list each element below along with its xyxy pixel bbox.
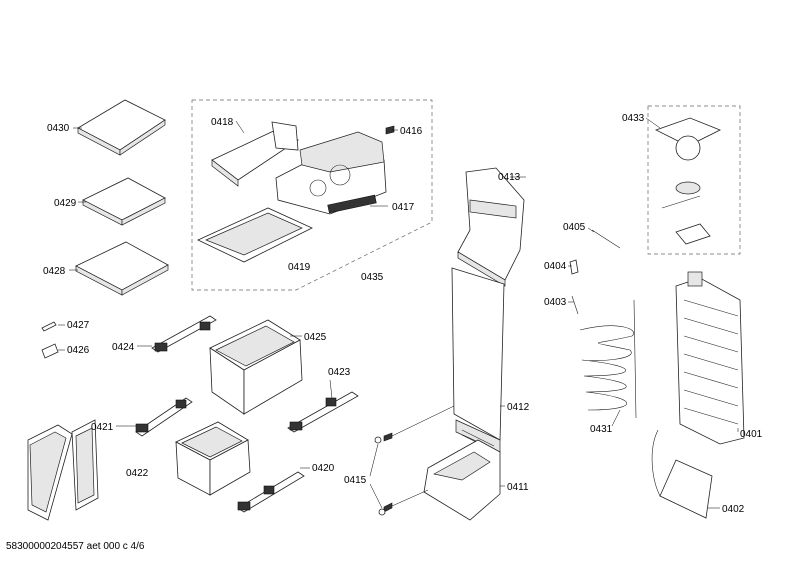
- label-0403: 0403: [544, 297, 567, 308]
- label-0416: 0416: [400, 126, 423, 137]
- rail-0421: [135, 397, 193, 437]
- label-0413: 0413: [498, 172, 521, 183]
- label-0433: 0433: [622, 113, 645, 124]
- cover-0413: [457, 167, 525, 287]
- drawer-0422: [175, 421, 251, 496]
- door-panel: [27, 419, 99, 521]
- cover-0426: [41, 343, 59, 359]
- screw-0416: [385, 125, 395, 135]
- panel-0412: [451, 267, 505, 453]
- heater-0431: [579, 299, 637, 419]
- fan-0433: [654, 117, 721, 245]
- label-0402: 0402: [722, 504, 745, 515]
- rail-0424: [151, 315, 217, 353]
- label-0422: 0422: [126, 468, 149, 479]
- label-0419: 0419: [288, 262, 311, 273]
- label-0401: 0401: [740, 429, 763, 440]
- label-0425: 0425: [304, 332, 327, 343]
- label-0429: 0429: [54, 198, 77, 209]
- label-0418: 0418: [211, 117, 234, 128]
- clip-0404: [569, 259, 579, 275]
- group-0435-outline: [191, 99, 433, 291]
- evaporator-0401: [675, 271, 745, 445]
- plate-0419: [197, 207, 313, 263]
- label-0428: 0428: [43, 266, 66, 277]
- shelf-0428: [75, 241, 169, 296]
- label-0415: 0415: [344, 475, 367, 486]
- tray-0418: [211, 121, 299, 187]
- label-0423: 0423: [328, 367, 351, 378]
- label-0404: 0404: [544, 261, 567, 272]
- label-0430: 0430: [47, 123, 70, 134]
- label-0421: 0421: [91, 422, 114, 433]
- duct-0411: [423, 439, 501, 521]
- rail-0420: [237, 471, 305, 513]
- label-0427: 0427: [67, 320, 90, 331]
- shelf-0430: [77, 99, 166, 156]
- screws-0415: [374, 432, 393, 516]
- label-0424: 0424: [112, 342, 135, 353]
- group-0433-outline: [647, 105, 741, 255]
- label-0431: 0431: [590, 424, 613, 435]
- sensor-0405: [591, 229, 621, 249]
- clip-0427: [41, 321, 57, 332]
- drip-tray-0402: [651, 429, 713, 519]
- label-0412: 0412: [507, 402, 530, 413]
- label-0426: 0426: [67, 345, 90, 356]
- icemaker-0417: [275, 131, 387, 215]
- document-id: 58300000204557 aet 000 c 4/6: [6, 541, 145, 552]
- label-0420: 0420: [312, 463, 335, 474]
- leader-lines: [58, 117, 739, 509]
- rail-0423: [287, 391, 359, 433]
- shelf-0429: [82, 177, 166, 226]
- sensor-0403: [571, 295, 579, 315]
- label-0435: 0435: [361, 272, 384, 283]
- label-0411: 0411: [507, 482, 529, 493]
- label-0417: 0417: [392, 202, 415, 213]
- part-labels: 0430 0429 0428 0427 0426 0418 0416 0417 …: [43, 113, 763, 515]
- drawer-0425: [209, 319, 303, 415]
- label-0405: 0405: [563, 222, 586, 233]
